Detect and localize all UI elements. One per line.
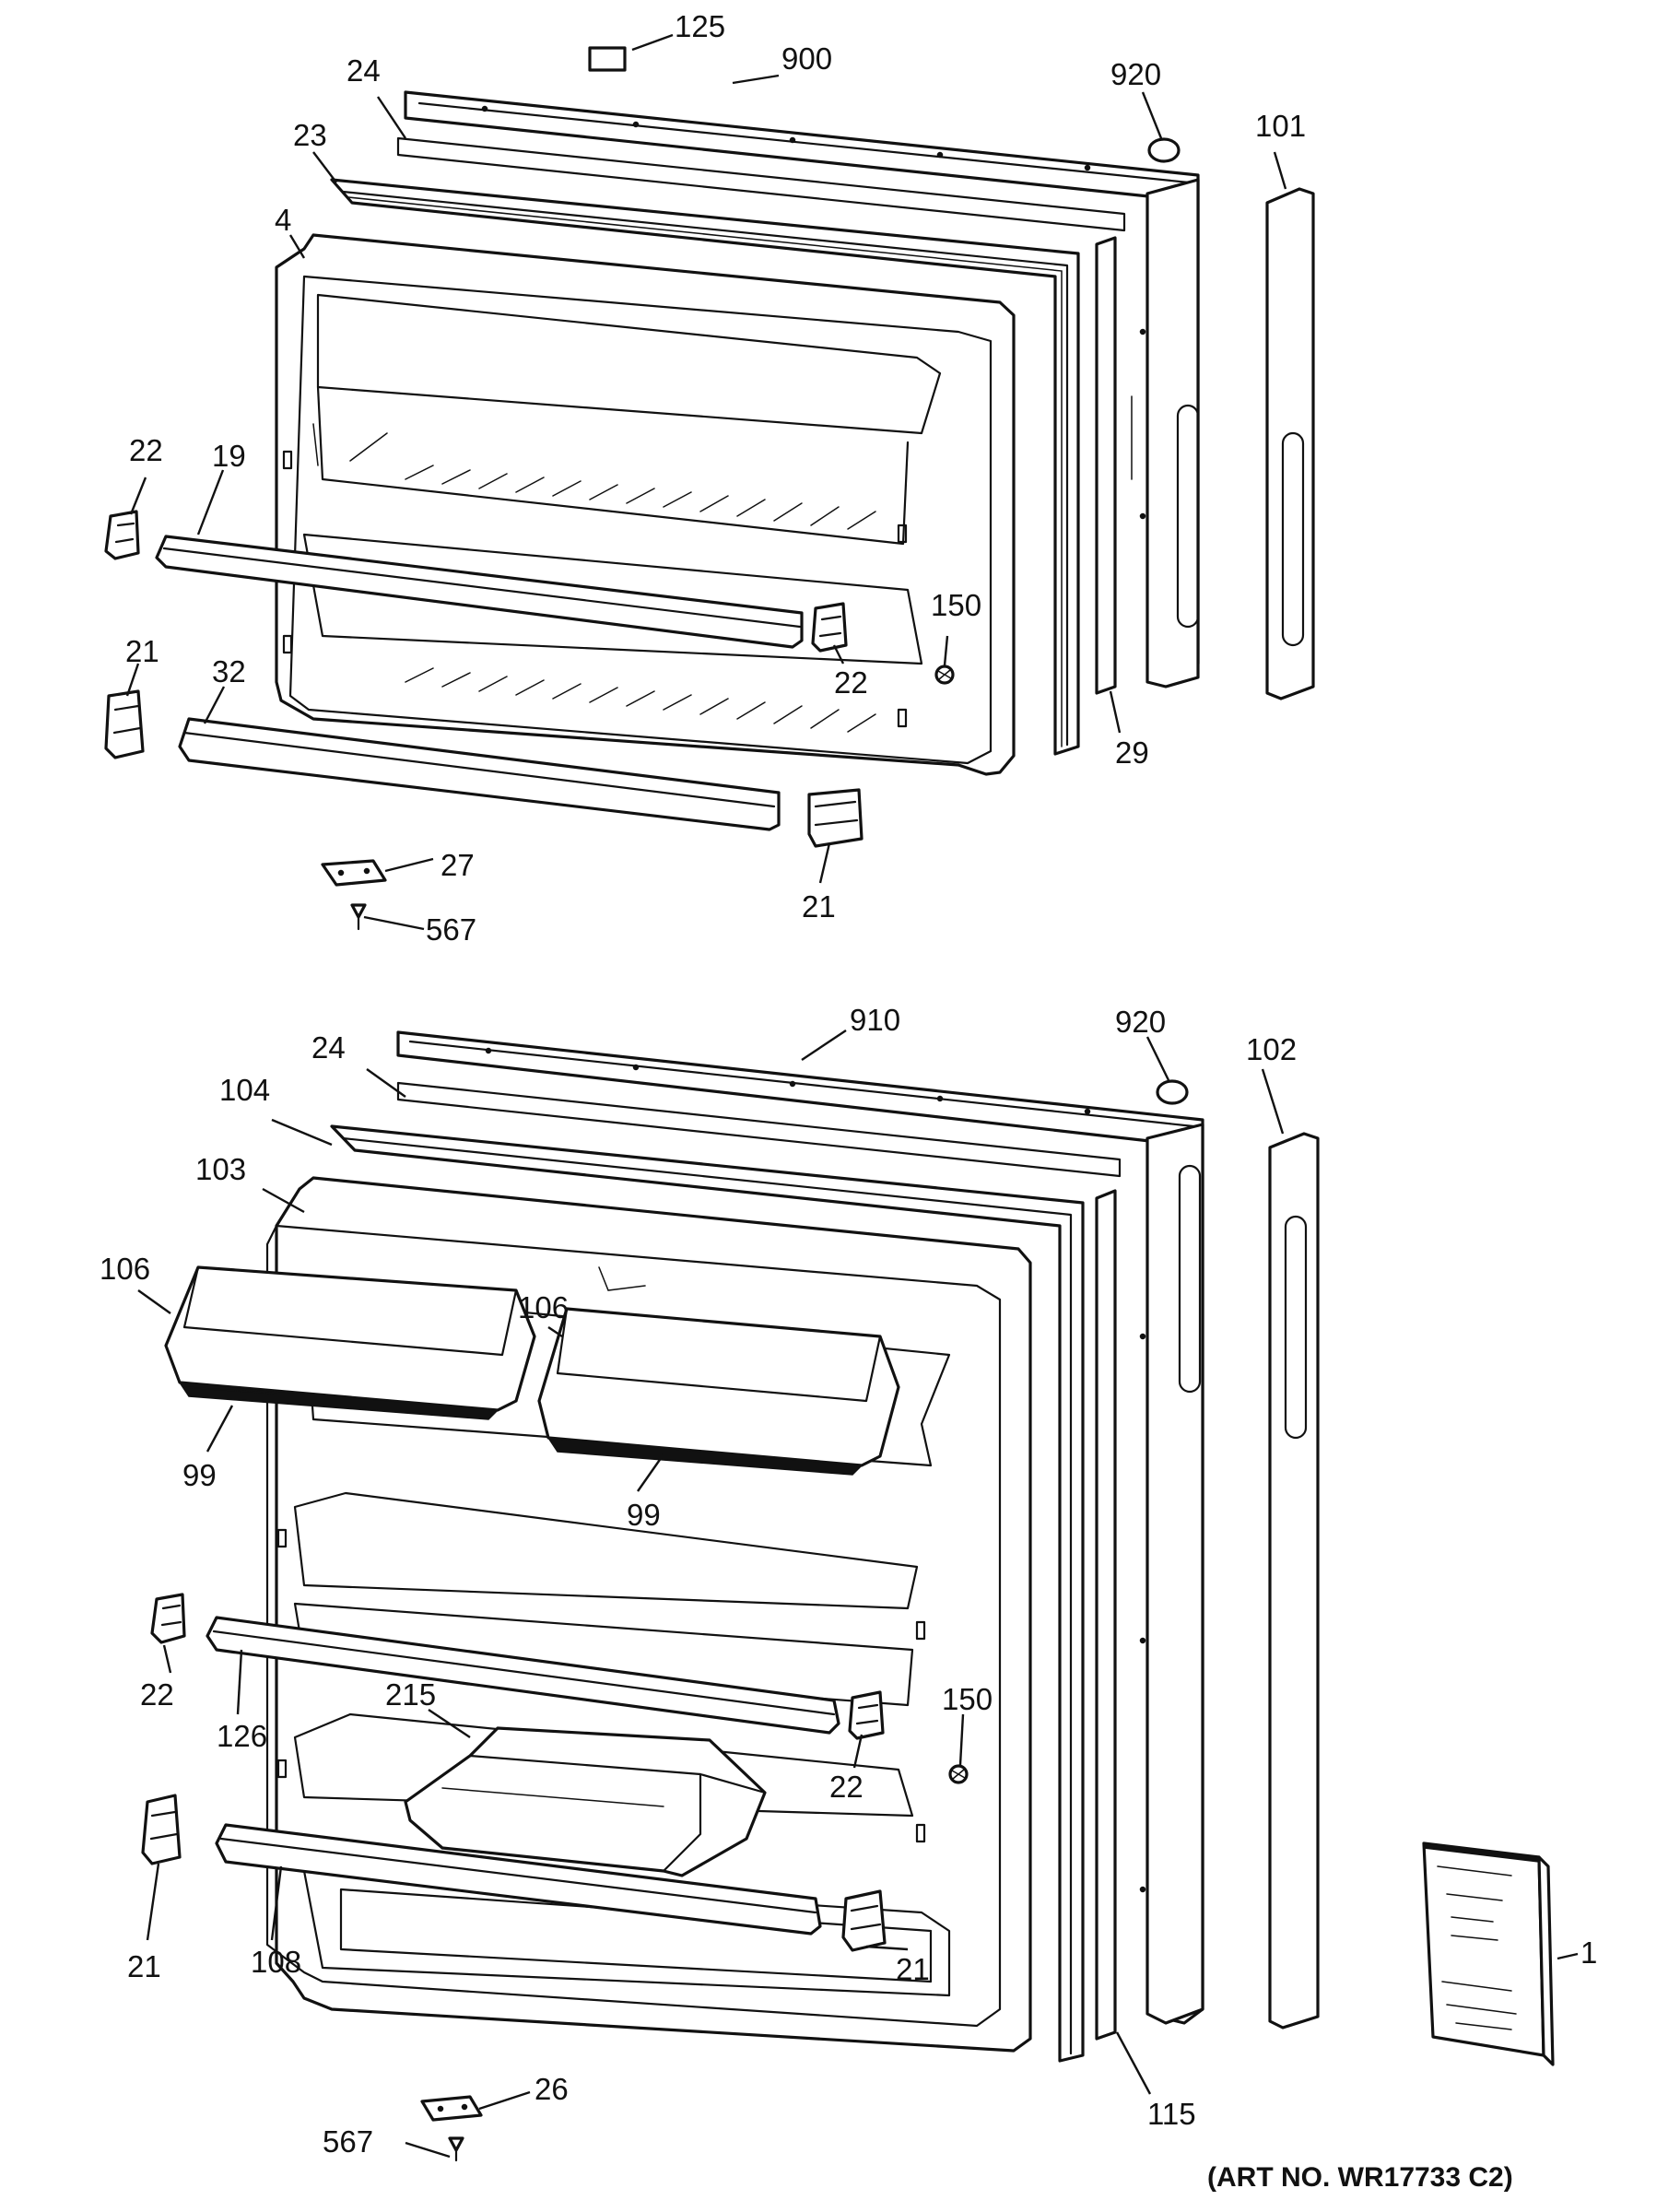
label-99-right: 99 — [627, 1498, 661, 1532]
freezer-leaders — [125, 33, 1287, 931]
fresh-food-door-outer-panel — [396, 1030, 1204, 2025]
label-22-left: 22 — [129, 433, 163, 467]
label-900: 900 — [781, 41, 832, 76]
fresh-food-handle-trim — [1268, 1132, 1320, 2030]
fresh-food-screw-150 — [948, 1764, 969, 1784]
freezer-hinge-screw — [350, 903, 367, 931]
label-29: 29 — [1115, 735, 1149, 770]
label-19: 19 — [212, 439, 246, 473]
freezer-handle-trim — [1265, 187, 1315, 700]
label-21-right: 21 — [802, 889, 836, 924]
label-24: 24 — [347, 53, 381, 88]
label-21-left: 21 — [125, 634, 159, 668]
fresh-food-side-strip — [1095, 1189, 1117, 2041]
freezer-side-strip — [1095, 236, 1117, 695]
freezer-labels: 125 900 920 101 24 23 4 22 19 150 22 21 … — [125, 9, 1306, 947]
label-108: 108 — [251, 1945, 301, 1979]
label-4: 4 — [275, 203, 291, 237]
freezer-door-outer-panel — [404, 90, 1200, 688]
dairy-compartment-door-left — [164, 1265, 536, 1420]
freezer-shelf-bar-lower — [178, 717, 781, 831]
label-99-left: 99 — [182, 1458, 217, 1492]
label-22-right: 22 — [834, 665, 868, 700]
egg-bin — [404, 1726, 767, 1877]
freezer-badge — [588, 46, 627, 72]
label-26: 26 — [535, 2072, 569, 2106]
freezer-door-gasket — [330, 178, 1080, 756]
freezer-liner-ribs-lower — [405, 667, 876, 733]
label-910: 910 — [850, 1003, 900, 1037]
freezer-door-assembly: 125 900 920 101 24 23 4 22 19 150 22 21 … — [104, 9, 1315, 947]
label-27: 27 — [441, 848, 475, 882]
label-23: 23 — [293, 118, 327, 152]
label-106-right: 106 — [518, 1290, 569, 1324]
label-125: 125 — [675, 9, 725, 43]
label-104: 104 — [219, 1073, 270, 1107]
label-21-lower-left: 21 — [127, 1949, 161, 1983]
label-21-lower-right: 21 — [896, 1952, 930, 1986]
freezer-breaker-strip — [396, 136, 1126, 232]
label-126: 126 — [217, 1719, 267, 1753]
fresh-food-labels: 910 920 102 24 104 103 106 106 99 99 22 … — [100, 1003, 1597, 2159]
freezer-door-liner — [275, 233, 1016, 776]
fresh-food-hinge-plate — [420, 2095, 483, 2122]
fresh-food-lower-shelf-bracket-left — [141, 1794, 182, 1865]
label-1: 1 — [1580, 1936, 1597, 1970]
label-24-lower: 24 — [311, 1030, 346, 1065]
freezer-door-plug — [1147, 137, 1181, 163]
freezer-shelf-bar-upper — [155, 535, 804, 649]
fresh-food-shelf-bar-lower — [215, 1823, 822, 1936]
fresh-food-lower-shelf-bracket-right — [841, 1889, 887, 1952]
label-567: 567 — [426, 912, 476, 947]
fresh-food-door-assembly: 910 920 102 24 104 103 106 106 99 99 22 … — [100, 1003, 1597, 2162]
label-32: 32 — [212, 654, 246, 688]
label-103: 103 — [195, 1152, 246, 1186]
label-101: 101 — [1255, 109, 1306, 143]
label-567-lower: 567 — [323, 2124, 373, 2159]
fresh-food-leaders — [137, 1030, 1579, 2159]
freezer-liner-ribs-upper — [405, 465, 876, 530]
fresh-food-upper-shelf-bracket-right — [848, 1690, 885, 1740]
freezer-upper-shelf-bracket-left — [104, 510, 140, 560]
fresh-food-shelf-bar-upper — [206, 1616, 840, 1735]
art-number: (ART NO. WR17733 C2) — [1207, 2162, 1513, 2193]
dairy-compartment-door-right — [537, 1307, 900, 1476]
label-150-lower: 150 — [942, 1682, 993, 1716]
freezer-screw-150 — [934, 665, 955, 685]
fresh-food-upper-shelf-bracket-left — [150, 1593, 186, 1644]
label-920-lower: 920 — [1115, 1005, 1166, 1039]
freezer-lower-shelf-bracket-right — [807, 788, 863, 848]
fresh-food-door-plug — [1156, 1079, 1189, 1105]
label-22-lower-right: 22 — [829, 1770, 863, 1804]
freezer-lower-shelf-bracket-left — [104, 689, 145, 759]
freezer-upper-shelf-bracket-right — [811, 602, 848, 653]
fresh-food-hinge-screw — [448, 2136, 464, 2162]
label-115: 115 — [1147, 2097, 1196, 2131]
fresh-food-door-gasket — [330, 1124, 1085, 2063]
fresh-food-breaker-strip — [396, 1081, 1122, 1178]
label-920: 920 — [1110, 57, 1161, 91]
freezer-hinge-plate — [321, 859, 387, 887]
literature-pack — [1422, 1841, 1555, 2066]
label-150: 150 — [931, 588, 981, 622]
label-106-left: 106 — [100, 1252, 150, 1286]
label-215: 215 — [385, 1677, 436, 1712]
label-102: 102 — [1246, 1032, 1297, 1066]
label-22-lower-left: 22 — [140, 1677, 174, 1712]
